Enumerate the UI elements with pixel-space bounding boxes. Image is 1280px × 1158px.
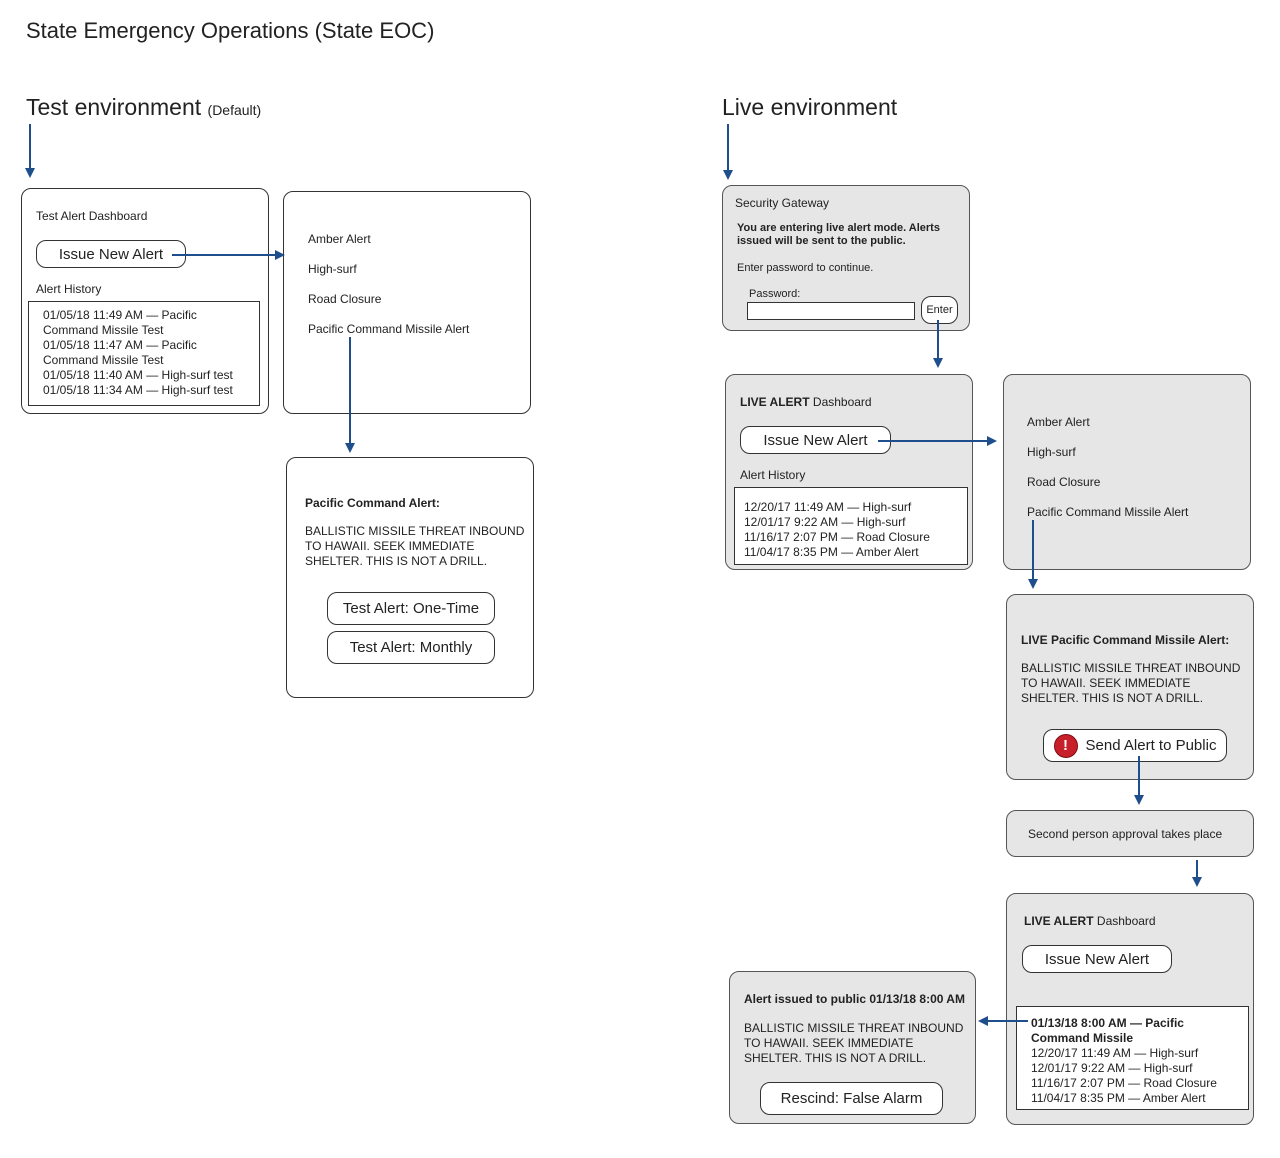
live-after-alert-history-list: 01/13/18 8:00 AM — Pacific Command Missi… [1016, 1006, 1249, 1110]
live-dashboard-panel: LIVE ALERT Dashboard Issue New Alert Ale… [725, 374, 973, 570]
menu-item-amber-alert[interactable]: Amber Alert [308, 232, 371, 246]
security-gateway-title: Security Gateway [735, 196, 830, 210]
password-field[interactable] [747, 302, 915, 320]
list-item: 01/05/18 11:40 AM — High-surf test [43, 368, 233, 382]
test-dashboard-panel: Test Alert Dashboard Issue New Alert Ale… [21, 188, 269, 414]
live-mode-warning: You are entering live alert mode. Alerts… [737, 222, 940, 247]
rescind-false-alarm-button[interactable]: Rescind: False Alarm [760, 1082, 943, 1115]
live-confirm-message: BALLISTIC MISSILE THREAT INBOUND TO HAWA… [1021, 661, 1241, 705]
menu-item-missile-alert[interactable]: Pacific Command Missile Alert [1027, 505, 1189, 519]
live-dashboard-title-rest: Dashboard [809, 395, 872, 409]
list-item: 11/04/17 8:35 PM — Amber Alert [744, 545, 919, 559]
live-dashboard-after-title-bold: LIVE ALERT [1024, 914, 1094, 928]
test-alert-history-list: 01/05/18 11:49 AM — Pacific Command Miss… [28, 301, 260, 406]
live-dashboard-title: LIVE ALERT Dashboard [740, 395, 872, 409]
list-item-new-alert: 01/13/18 8:00 AM — Pacific Command Missi… [1031, 1016, 1184, 1045]
menu-item-high-surf[interactable]: High-surf [1027, 445, 1076, 459]
enter-button[interactable]: Enter [921, 296, 958, 324]
menu-item-missile-alert[interactable]: Pacific Command Missile Alert [308, 322, 470, 336]
test-alert-menu-panel: Amber Alert High-surf Road Closure Pacif… [283, 191, 531, 414]
live-alert-history-list: 12/20/17 11:49 AM — High-surf 12/01/17 9… [734, 487, 968, 565]
test-issue-new-alert-button[interactable]: Issue New Alert [36, 240, 186, 268]
menu-item-road-closure[interactable]: Road Closure [1027, 475, 1101, 489]
menu-item-amber-alert[interactable]: Amber Alert [1027, 415, 1090, 429]
live-dashboard-after-panel: LIVE ALERT Dashboard Issue New Alert 01/… [1006, 893, 1254, 1125]
menu-item-road-closure[interactable]: Road Closure [308, 292, 382, 306]
live-dashboard-after-title-rest: Dashboard [1093, 914, 1156, 928]
live-confirm-panel: LIVE Pacific Command Missile Alert: BALL… [1006, 594, 1254, 780]
test-confirm-message: BALLISTIC MISSILE THREAT INBOUND TO HAWA… [305, 524, 525, 568]
page-title: State Emergency Operations (State EOC) [26, 18, 435, 43]
password-label: Password: [749, 288, 801, 300]
live-dashboard-title-bold: LIVE ALERT [740, 395, 810, 409]
test-env-title: Test environment [26, 94, 202, 120]
test-env-note: (Default) [207, 102, 262, 118]
test-alert-one-time-button[interactable]: Test Alert: One-Time [327, 592, 495, 625]
live-dashboard-after-title: LIVE ALERT Dashboard [1024, 914, 1156, 928]
list-item: 12/01/17 9:22 AM — High-surf [744, 515, 906, 529]
live-confirm-title: LIVE Pacific Command Missile Alert: [1021, 633, 1230, 647]
list-item: 11/16/17 2:07 PM — Road Closure [744, 530, 930, 544]
alert-issued-panel: Alert issued to public 01/13/18 8:00 AM … [729, 971, 976, 1124]
send-alert-label: Send Alert to Public [1085, 737, 1217, 754]
test-dashboard-title: Test Alert Dashboard [36, 209, 148, 223]
security-gateway-panel: Security Gateway You are entering live a… [722, 185, 970, 331]
test-alert-history-label: Alert History [36, 282, 102, 296]
list-item: 12/20/17 11:49 AM — High-surf [1031, 1046, 1199, 1060]
alert-issued-message: BALLISTIC MISSILE THREAT INBOUND TO HAWA… [744, 1021, 964, 1065]
list-item: 01/05/18 11:47 AM — Pacific Command Miss… [43, 338, 197, 367]
approval-step-panel: Second person approval takes place [1006, 810, 1254, 857]
list-item: 01/05/18 11:34 AM — High-surf test [43, 383, 233, 397]
test-alert-monthly-button[interactable]: Test Alert: Monthly [327, 631, 495, 664]
live-alert-history-label: Alert History [740, 468, 806, 482]
alert-issued-title: Alert issued to public 01/13/18 8:00 AM [744, 992, 965, 1006]
live-alert-menu-panel: Amber Alert High-surf Road Closure Pacif… [1003, 374, 1251, 570]
send-alert-to-public-button[interactable]: ! Send Alert to Public [1043, 729, 1227, 762]
list-item: 12/20/17 11:49 AM — High-surf [744, 500, 912, 514]
live-issue-new-alert-button[interactable]: Issue New Alert [740, 426, 891, 454]
menu-item-high-surf[interactable]: High-surf [308, 262, 357, 276]
test-confirm-title: Pacific Command Alert: [305, 496, 440, 510]
test-env-heading: Test environment (Default) [26, 94, 261, 121]
list-item: 11/04/17 8:35 PM — Amber Alert [1031, 1091, 1206, 1105]
list-item: 01/05/18 11:49 AM — Pacific Command Miss… [43, 308, 197, 337]
approval-text: Second person approval takes place [1028, 827, 1223, 841]
live-after-issue-new-alert-button[interactable]: Issue New Alert [1022, 945, 1172, 973]
list-item: 12/01/17 9:22 AM — High-surf [1031, 1061, 1193, 1075]
alert-exclamation-icon: ! [1053, 733, 1078, 758]
list-item: 11/16/17 2:07 PM — Road Closure [1031, 1076, 1217, 1090]
password-instruction: Enter password to continue. [737, 262, 874, 274]
live-env-title: Live environment [722, 94, 898, 120]
test-confirm-panel: Pacific Command Alert: BALLISTIC MISSILE… [286, 457, 534, 698]
